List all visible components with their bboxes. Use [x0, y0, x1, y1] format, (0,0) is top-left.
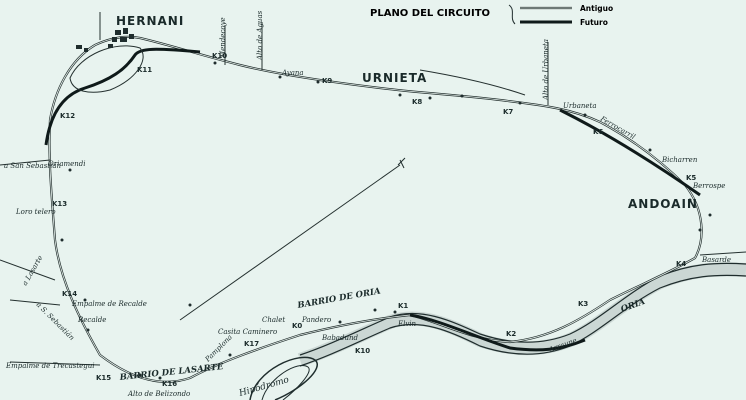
house-dots	[60, 61, 712, 380]
km-9: K9	[322, 77, 332, 85]
km-5: K5	[686, 174, 696, 182]
km-8: K8	[412, 98, 422, 106]
place-a-san-sebastian-2: a S. Sebastián	[35, 301, 77, 343]
town-urnieta: URNIETA	[362, 71, 427, 85]
place-alto-urbaneta: Alto de Urbaneta	[542, 39, 550, 101]
oria-river-edge-2	[299, 274, 746, 367]
km-17: K17	[244, 340, 259, 348]
place-elvin: Elvin	[397, 320, 417, 328]
place-berrospe: Berrospe	[692, 182, 725, 190]
town-hernani: HERNANI	[116, 14, 184, 28]
km-1: K1	[398, 302, 408, 310]
place-casita-caminero: Casita Caminero	[218, 328, 277, 336]
place-recalde: Recalde	[77, 316, 106, 324]
compass-mark	[397, 157, 406, 169]
km-11: K11	[137, 66, 152, 74]
place-oriamendi: Oriamendi	[48, 160, 86, 168]
km-7: K7	[503, 108, 513, 116]
place-alto-belizondo: Alto de Belizondo	[127, 390, 190, 398]
hipodromo-track-inner	[261, 365, 310, 400]
place-bicharren: Bicharren	[661, 156, 698, 164]
km-15: K15	[96, 374, 111, 382]
town-andoain: ANDOAIN	[628, 197, 698, 211]
place-loro-telero: Loro telero	[15, 208, 56, 216]
circuit-future-west	[44, 47, 201, 146]
km-4: K4	[676, 260, 686, 268]
place-urbaneta: Urbaneta	[563, 102, 597, 110]
place-empalme-trecastegui: Empalme de Trecastegui	[5, 362, 95, 370]
circuit-future-east	[559, 108, 701, 197]
km-12: K12	[60, 112, 75, 120]
barrio-oria: BARRIO DE ORIA	[296, 286, 382, 311]
km-6: K6	[593, 128, 603, 136]
place-san-sebastian: a San Sebastián	[4, 162, 62, 170]
km-3: K3	[578, 300, 588, 308]
place-babadund: Babadund	[321, 334, 358, 342]
place-mendecoye: Mendecoye	[219, 17, 227, 59]
place-alto-aguas: Alto de Aguas	[256, 10, 264, 61]
hernani-town-blocks	[76, 28, 134, 52]
place-ferrocarril: Ferrocarril	[598, 114, 636, 141]
km-16: K16	[162, 380, 177, 388]
legend: PLANO DEL CIRCUITO Antiguo Futuro	[370, 4, 613, 27]
place-chalet: Chalet	[262, 316, 285, 324]
place-a-lasarte: a Lasarte	[21, 254, 45, 287]
km-10-alt: K10	[355, 347, 370, 355]
circuit-old-route-inner	[49, 36, 702, 383]
km-13: K13	[52, 200, 67, 208]
place-pandero: Pandero	[301, 316, 331, 324]
place-ayana: Ayana	[281, 69, 304, 77]
km-10: K10	[212, 52, 227, 60]
km-0: K0	[292, 322, 302, 330]
legend-old-label: Antiguo	[580, 4, 613, 13]
legend-title: PLANO DEL CIRCUITO	[370, 8, 490, 19]
legend-future-label: Futuro	[580, 18, 608, 27]
circuit-future-south	[409, 313, 586, 352]
km-2: K2	[506, 330, 516, 338]
oria-river	[297, 262, 746, 367]
hernani-loop	[69, 45, 144, 93]
km-14: K14	[62, 290, 77, 298]
side-roads	[0, 12, 746, 366]
place-basarde: Basarde	[701, 256, 731, 264]
place-empalme-recalde: Empalme de Recalde	[71, 300, 147, 308]
